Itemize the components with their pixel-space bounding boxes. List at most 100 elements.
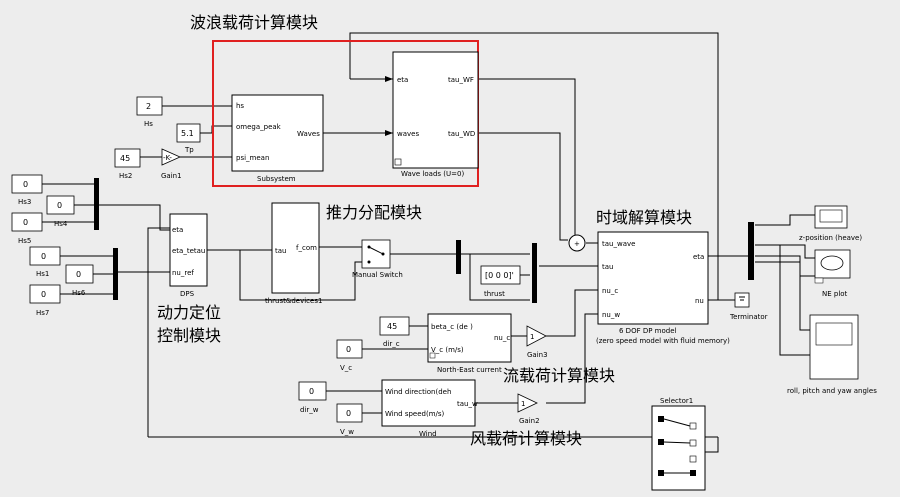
svg-text:Tp: Tp [184,146,194,154]
svg-text:tau_w: tau_w [457,400,478,408]
annotation-thrust-alloc: 推力分配模块 [326,203,422,222]
wind-block[interactable]: Wind direction(deh Wind speed(m/s) tau_w… [381,379,478,438]
svg-text:6 DOF DP model: 6 DOF DP model [619,327,677,335]
svg-text:tau: tau [275,247,286,255]
svg-text:dir_c: dir_c [383,340,400,348]
svg-text:0: 0 [23,218,28,227]
svg-text:45: 45 [120,154,130,163]
svg-text:eta: eta [693,253,704,261]
svg-text:Terminator: Terminator [729,313,768,321]
svg-text:1: 1 [530,333,534,341]
annotation-dp-ctrl-2: 控制模块 [157,326,221,345]
const-hs6[interactable]: 0 Hs6 [65,264,94,297]
svg-text:beta_c (de ): beta_c (de ) [431,323,473,331]
svg-text:Hs4: Hs4 [54,220,68,228]
svg-text:thrust&devices1: thrust&devices1 [265,297,322,305]
svg-text:Gain3: Gain3 [527,351,548,359]
svg-text:roll, pitch and yaw angles: roll, pitch and yaw angles [787,387,877,395]
svg-text:nu_ref: nu_ref [172,269,194,277]
svg-text:V_c: V_c [340,364,352,372]
sum-block[interactable]: + [568,234,586,252]
svg-text:Hs5: Hs5 [18,237,31,245]
svg-text:Gain2: Gain2 [519,417,540,425]
subsystem-port-psi: psi_mean [236,154,269,162]
wave-port-eta: eta [397,76,408,84]
const-hs7[interactable]: 0 Hs7 [29,284,61,317]
const-hs4[interactable]: 0 Hs4 [46,195,75,228]
svg-text:f_com: f_com [296,244,317,252]
svg-text:0: 0 [23,180,28,189]
const-dir-c[interactable]: 45 dir_c [379,316,410,348]
annotation-wave-load: 波浪载荷计算模块 [190,13,318,32]
selector-block[interactable]: Selector1 [651,397,706,491]
subsystem-port-waves: Waves [297,130,320,138]
svg-text:Hs2: Hs2 [119,172,132,180]
svg-text:Hs1: Hs1 [36,270,49,278]
wave-loads-label: Wave loads (U=0) [401,170,464,178]
dof-model-block[interactable]: tau_wave tau nu_c nu_w eta nu 6 DOF DP m… [596,231,730,345]
svg-text:eta: eta [172,226,183,234]
const-hs2[interactable]: 45 Hs2 [114,148,141,180]
mux-output[interactable] [748,222,754,280]
svg-text:tau: tau [602,263,613,271]
gain3-block[interactable]: 1 Gain3 [526,325,548,359]
svg-text:Wind: Wind [419,430,437,438]
wave-port-tauwd: tau_WD [448,130,475,138]
mux-1[interactable] [94,178,99,230]
dps-block[interactable]: eta eta_tetau nu_ref DPS [169,213,208,298]
scope-z-position[interactable]: z-position (heave) [799,205,862,242]
svg-text:Hs3: Hs3 [18,198,31,206]
svg-text:Hs6: Hs6 [72,289,86,297]
gain1-block[interactable]: -K- Gain1 [161,148,182,180]
svg-text:0: 0 [346,345,351,354]
mux-2[interactable] [113,248,118,300]
thrust-label: thrust [484,290,505,298]
mux-4[interactable] [532,243,537,303]
wave-port-tauwf: tau_WF [448,76,474,84]
scope-rpy[interactable]: roll, pitch and yaw angles [787,314,877,395]
svg-text:[0 0 0]': [0 0 0]' [485,271,514,280]
svg-text:z-position (heave): z-position (heave) [799,234,862,242]
svg-text:DPS: DPS [180,290,195,298]
svg-text:0: 0 [309,387,314,396]
const-v-c[interactable]: 0 V_c [336,339,363,372]
const-hs[interactable]: 2 Hs [136,96,163,128]
svg-text:V_w: V_w [340,428,354,436]
terminator-block[interactable]: Terminator [729,292,768,321]
subsystem-port-omega: omega_peak [236,123,282,131]
svg-text:0: 0 [346,409,351,418]
const-hs3[interactable]: 0 Hs3 [11,174,43,206]
const-hs1[interactable]: 0 Hs1 [29,246,61,278]
const-thrust-vec[interactable]: [0 0 0]' [480,265,521,285]
svg-text:nu_c: nu_c [602,287,618,295]
thrust-devices-block[interactable]: tau f_com thrust&devices1 [265,202,322,305]
scope-ne-plot[interactable]: NE plot [814,249,851,298]
mux-3[interactable] [456,240,461,274]
const-dir-w[interactable]: 0 dir_w [298,381,327,414]
svg-text:0: 0 [41,290,46,299]
svg-text:North-East current: North-East current [437,366,502,374]
wave-port-waves: waves [397,130,419,138]
const-tp[interactable]: 5.1 Tp [176,123,201,154]
gain2-block[interactable]: 1 Gain2 [517,393,540,425]
svg-text:+: + [574,240,580,248]
subsystem-block[interactable]: hs omega_peak psi_mean Waves Subsystem [231,94,324,183]
const-v-w[interactable]: 0 V_w [336,403,363,436]
svg-text:1: 1 [521,400,525,408]
svg-text:Wind speed(m/s): Wind speed(m/s) [385,410,445,418]
svg-text:tau_wave: tau_wave [602,240,635,248]
current-block[interactable]: beta_c (de ) V_c (m/s) nu_c North-East c… [427,313,512,374]
svg-text:nu_w: nu_w [602,311,620,319]
const-hs5[interactable]: 0 Hs5 [11,212,43,245]
svg-text:nu_c: nu_c [494,334,510,342]
svg-text:(zero speed model with fluid m: (zero speed model with fluid memory) [596,337,730,345]
wave-loads-block[interactable]: eta waves tau_WF tau_WD Wave loads (U=0) [385,51,479,178]
svg-text:Hs7: Hs7 [36,309,49,317]
annotation-wind-load: 风载荷计算模块 [470,429,582,448]
manual-switch[interactable]: Manual Switch [352,239,403,279]
subsystem-label: Subsystem [257,175,296,183]
subsystem-port-hs: hs [236,102,244,110]
annotation-current-load: 流载荷计算模块 [503,366,615,385]
svg-text:dir_w: dir_w [300,406,319,414]
